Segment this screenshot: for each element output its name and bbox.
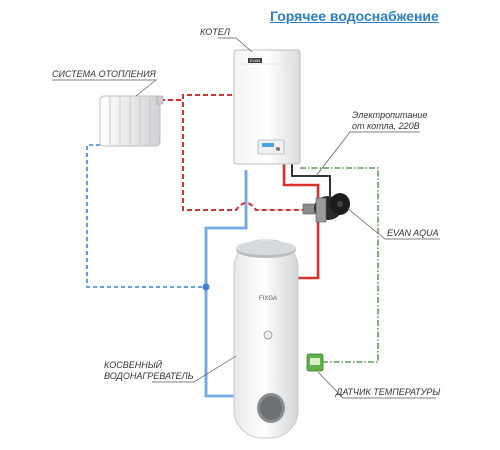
pipe-junction [202, 283, 210, 291]
label-pump: EVAN AQUA [387, 228, 439, 238]
label-water-heater: КОСВЕННЫЙ ВОДОНАГРЕВАТЕЛЬ [104, 360, 194, 382]
radiator [99, 95, 164, 147]
leader-sensor [317, 371, 436, 399]
tank-supply-pipe [282, 162, 320, 198]
label-power: Электропитание от котла, 220В [352, 110, 427, 132]
leader-heating [52, 79, 157, 97]
diagram-title: Горячее водоснабжение [270, 8, 439, 24]
label-power-line2: от котла, 220В [352, 121, 420, 131]
leader-boiler [218, 37, 253, 53]
water-heater-tank [233, 239, 299, 439]
temperature-sensor [306, 353, 324, 372]
tank-brand-text: FIXGA [259, 296, 277, 302]
boiler-brand-text: EVAN [250, 58, 261, 63]
sensor-wire [300, 167, 379, 363]
label-water-heater-line2: ВОДОНАГРЕВАТЕЛЬ [104, 371, 194, 381]
heating-return-pipe [86, 144, 206, 288]
label-water-heater-line1: КОСВЕННЫЙ [104, 360, 163, 370]
leader-water-heater [152, 355, 237, 383]
tank-supply-pipe-down [296, 222, 320, 280]
heating-supply-pipe [182, 94, 306, 211]
power-wire [291, 162, 331, 196]
circulation-pump [302, 193, 350, 223]
label-boiler: КОТЕЛ [200, 27, 230, 37]
label-heating-system: СИСТЕМА ОТОПЛЕНИЯ [52, 69, 156, 79]
label-sensor: ДАТЧИК ТЕМПЕРАТУРЫ [336, 387, 441, 397]
leader-pump [346, 207, 440, 240]
boiler [233, 49, 301, 165]
label-power-line1: Электропитание [352, 110, 428, 120]
leader-power [315, 131, 420, 177]
